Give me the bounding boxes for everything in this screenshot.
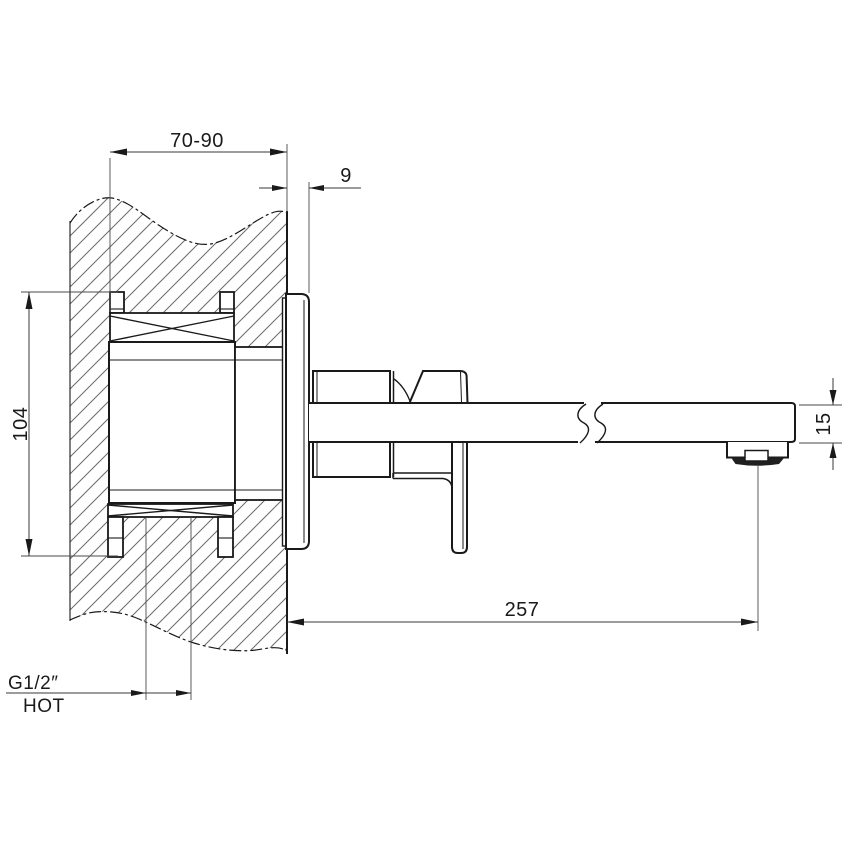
- wall-plate: [281, 293, 310, 550]
- dimension-label-body-height: 104: [10, 407, 32, 442]
- aerator-nozzle: [744, 449, 769, 462]
- inlet-hot-label: HOT: [23, 696, 65, 717]
- bracket-cross: [107, 504, 234, 517]
- break-symbol: [594, 403, 607, 444]
- bracket-tab: [217, 516, 234, 558]
- dimension-label-spout-height: 15: [813, 412, 835, 435]
- dimension-spout-height: 15: [799, 378, 842, 470]
- dimension-body-height: 104: [10, 291, 118, 557]
- rough-in-body: [107, 211, 288, 654]
- body-block-left: [108, 341, 236, 504]
- bracket-tab: [219, 291, 235, 314]
- handle: [393, 370, 469, 404]
- plate-face: [285, 293, 310, 550]
- wall-break-line-top: [69, 197, 288, 245]
- inlet-thread-label: G1/2″: [8, 673, 58, 694]
- dimension-plate-projection: 9: [259, 165, 361, 293]
- mounting-bracket-bottom: [107, 503, 234, 558]
- dimension-hot-inlet: G1/2″ HOT: [6, 517, 192, 717]
- dimension-label-wall-thickness: 70-90: [170, 130, 224, 152]
- handle-lever: [392, 441, 468, 554]
- dimension-label-spout-reach: 257: [505, 599, 540, 621]
- dimension-label-plate-projection: 9: [340, 165, 352, 187]
- handle-swing-arc: [393, 378, 411, 402]
- break-symbol: [577, 403, 590, 444]
- bracket-tab: [109, 291, 125, 314]
- bracket-tab: [107, 516, 124, 558]
- handle-head: [407, 370, 469, 404]
- body-block-right: [234, 346, 288, 501]
- wall-break-line-bottom: [69, 611, 288, 652]
- lever-bar: [451, 441, 468, 554]
- spout-end-cap: [790, 402, 796, 443]
- aerator: [726, 442, 789, 466]
- spout: [309, 402, 796, 444]
- dimension-wall-thickness: 70-90: [109, 130, 288, 312]
- bracket-cross: [109, 315, 235, 342]
- dimension-spout-reach: 257: [287, 466, 759, 631]
